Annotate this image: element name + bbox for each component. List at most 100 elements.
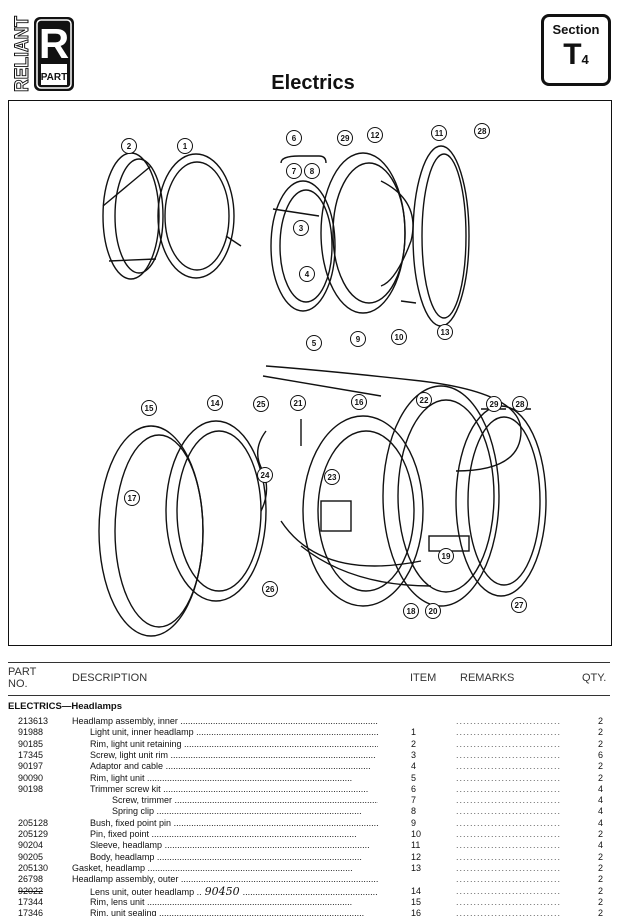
table-row: 90204 Sleeve, headlamp ..................…: [8, 840, 610, 851]
part-description: Rim, unit sealing ......................…: [90, 908, 365, 916]
callout-8: 8: [304, 163, 320, 179]
part-description: Rim, lens unit .........................…: [90, 896, 353, 907]
quantity: 2: [598, 851, 604, 862]
remarks-leader: ........................................…: [456, 874, 560, 885]
quantity: 2: [598, 738, 604, 749]
callout-18: 18: [403, 603, 419, 619]
part-number: 90198: [18, 783, 44, 794]
callout-1: 1: [177, 138, 193, 154]
part-description: Gasket, headlamp .......................…: [72, 862, 353, 873]
remarks-leader: ........................................…: [456, 829, 560, 839]
part-description: Rim, light unit ........................…: [90, 772, 353, 783]
quantity: 2: [598, 874, 604, 885]
part-number: 90205: [18, 851, 44, 862]
parts-table-header: PART NO. DESCRIPTION ITEM REMARKS QTY.: [8, 662, 610, 696]
part-description: Screw, light unit rim ..................…: [90, 749, 376, 760]
callout-23: 23: [324, 469, 340, 485]
quantity: 2: [598, 716, 604, 726]
callout-22: 22: [416, 392, 432, 408]
item-number: 3: [411, 749, 417, 760]
item-number: 13: [411, 862, 422, 873]
part-description: Adaptor and cable ......................…: [90, 761, 371, 772]
callout-28: 28: [474, 123, 490, 139]
quantity: 2: [598, 862, 604, 873]
part-number: 90185: [18, 738, 44, 749]
item-number: 11: [411, 840, 421, 851]
item-number: 10: [411, 829, 422, 839]
quantity: 4: [598, 817, 604, 828]
callout-13: 13: [437, 324, 453, 340]
remarks-leader: ........................................…: [456, 749, 560, 760]
callout-11: 11: [431, 125, 447, 141]
part-number: 90197: [18, 761, 44, 772]
callout-6: 6: [286, 130, 302, 146]
col-qty: QTY.: [582, 672, 607, 684]
callout-24: 24: [257, 467, 273, 483]
table-row: 90185 Rim, light unit retaining .........…: [8, 739, 610, 750]
callout-20: 20: [425, 603, 441, 619]
remarks-leader: ........................................…: [456, 851, 560, 862]
part-description: Sleeve, headlamp .......................…: [90, 840, 370, 851]
part-description: Screw, trimmer .........................…: [112, 795, 378, 806]
remarks-leader: ........................................…: [456, 738, 560, 749]
part-number: 17346: [18, 908, 44, 916]
item-number: 7: [411, 795, 417, 806]
part-description: Pin, fixed point .......................…: [90, 829, 357, 839]
item-number: 4: [411, 761, 417, 772]
handwritten-part-number: 90450: [204, 885, 240, 898]
callout-16: 16: [351, 394, 367, 410]
table-row: 205130 Gasket, headlamp .................…: [8, 863, 610, 874]
callout-9: 9: [350, 331, 366, 347]
section-label: Section: [552, 22, 600, 37]
quantity: 2: [598, 772, 604, 783]
item-number: 9: [411, 817, 417, 828]
part-number: 205128: [18, 817, 49, 828]
table-row: 90197 Adaptor and cable .................…: [8, 761, 610, 772]
callout-27: 27: [511, 597, 527, 613]
quantity: 2: [598, 885, 604, 896]
remarks-leader: ........................................…: [456, 783, 560, 794]
callout-26: 26: [262, 581, 278, 597]
col-item: ITEM: [410, 672, 437, 684]
quantity: 2: [598, 829, 604, 839]
quantity: 6: [598, 749, 604, 760]
section-code: T4: [563, 38, 589, 71]
callout-29: 29: [337, 130, 353, 146]
callout-21: 21: [290, 395, 306, 411]
part-description: Spring clip ............................…: [112, 806, 362, 817]
part-number: 17344: [18, 896, 44, 907]
part-description: Lens unit, outer headlamp ..90450.......…: [90, 885, 378, 898]
part-description: Headlamp assembly, outer ...............…: [72, 874, 378, 885]
callout-3: 3: [293, 220, 309, 236]
callout-5: 5: [306, 335, 322, 351]
svg-text:PART: PART: [41, 72, 67, 83]
callout-28: 28: [512, 396, 528, 412]
part-description: Rim, light unit retaining ..............…: [90, 738, 378, 749]
item-number: 5: [411, 772, 417, 783]
part-description: Bush, fixed point pin ..................…: [90, 817, 378, 828]
quantity: 2: [598, 761, 604, 772]
quantity: 4: [598, 795, 604, 806]
remarks-leader: ........................................…: [456, 716, 560, 726]
callout-4: 4: [299, 266, 315, 282]
part-number: 213613: [18, 716, 49, 726]
table-row: Screw, trimmer .........................…: [8, 795, 610, 806]
item-number: 8: [411, 806, 417, 817]
callout-2: 2: [121, 138, 137, 154]
callout-19: 19: [438, 548, 454, 564]
part-number: 205130: [18, 862, 49, 873]
col-part-no: PART NO.: [8, 666, 37, 690]
reliant-part-logo: RELIANT R PART: [8, 14, 78, 94]
part-number: 91988: [18, 727, 44, 738]
callout-7: 7: [286, 163, 302, 179]
callout-12: 12: [367, 127, 383, 143]
callout-15: 15: [141, 400, 157, 416]
part-number: 90204: [18, 840, 44, 851]
item-number: 12: [411, 851, 422, 862]
